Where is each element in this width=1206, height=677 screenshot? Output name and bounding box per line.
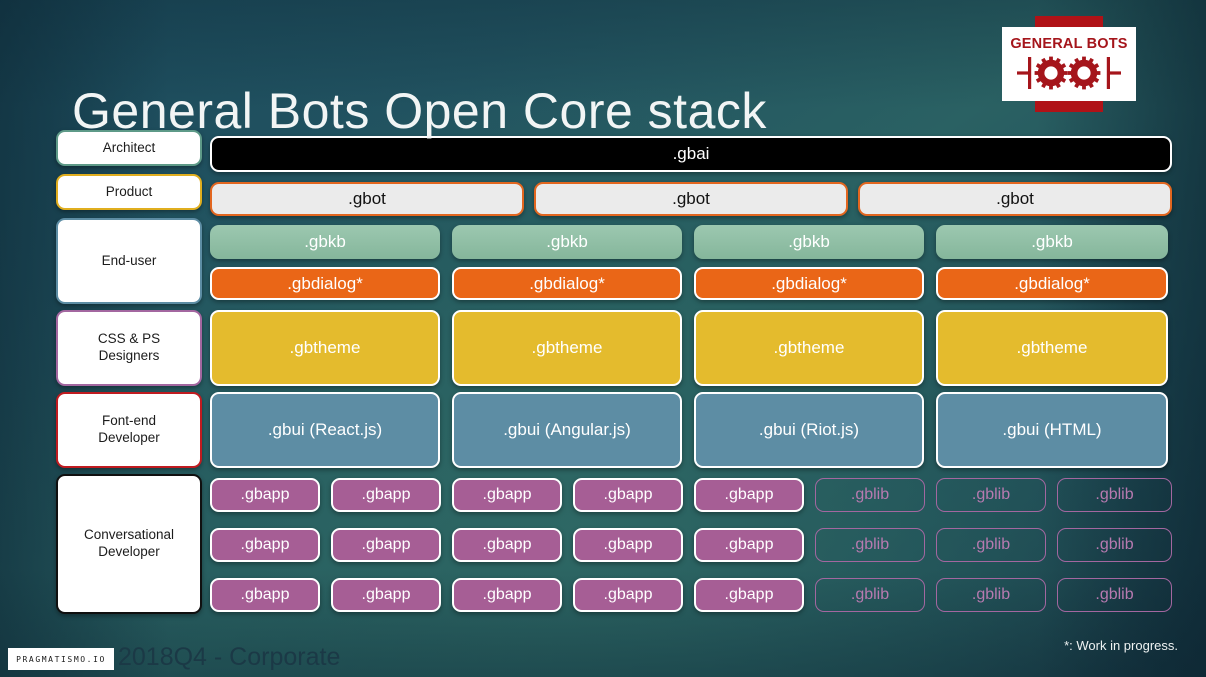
stack-cell-gblib[interactable]: .gblib — [815, 528, 925, 562]
stack-cell-gbot[interactable]: .gbot — [858, 182, 1172, 216]
stack-cell-gbai[interactable]: .gbai — [210, 136, 1172, 172]
stack-cell-gbapp[interactable]: .gbapp — [694, 528, 804, 562]
role-legend-column: ArchitectProductEnd-userCSS & PS Designe… — [56, 130, 202, 617]
stack-cell-gbdialog[interactable]: .gbdialog* — [936, 267, 1168, 300]
stack-cell-gbtheme[interactable]: .gbtheme — [936, 310, 1168, 386]
stack-cell-gbtheme[interactable]: .gbtheme — [210, 310, 440, 386]
page-title: General Bots Open Core stack — [72, 82, 767, 140]
stack-cell-gbdialog[interactable]: .gbdialog* — [452, 267, 682, 300]
stack-cell-gbapp[interactable]: .gbapp — [573, 478, 683, 512]
logo-wordmark: GENERAL BOTS — [1010, 37, 1127, 52]
role-label-product: Product — [56, 174, 202, 210]
stack-cell-gbui[interactable]: .gbui (HTML) — [936, 392, 1168, 468]
stack-cell-gbkb[interactable]: .gbkb — [452, 225, 682, 259]
layer-gbdialog: .gbdialog* .gbdialog* .gbdialog* .gbdialog* — [210, 267, 1172, 300]
stack-cell-gbapp[interactable]: .gbapp — [331, 528, 441, 562]
stack-layers: .gbai.gbot.gbot.gbot.gbkb.gbkb.gbkb.gbkb… — [210, 130, 1172, 617]
footnote-work-in-progress: *: Work in progress. — [1064, 638, 1178, 653]
role-label-end-user: End-user — [56, 218, 202, 304]
stack-cell-gblib[interactable]: .gblib — [936, 478, 1046, 512]
stack-cell-gbot[interactable]: .gbot — [534, 182, 848, 216]
logo-card: GENERAL BOTS — [1002, 27, 1136, 101]
stack-cell-gbapp[interactable]: .gbapp — [573, 528, 683, 562]
layer-gbtheme: .gbtheme.gbtheme.gbtheme.gbtheme — [210, 310, 1172, 386]
stack-cell-gblib[interactable]: .gblib — [815, 578, 925, 612]
layer-gbui: .gbui (React.js).gbui (Angular.js).gbui … — [210, 392, 1172, 468]
stack-cell-gbui[interactable]: .gbui (Angular.js) — [452, 392, 682, 468]
layer-gbai: .gbai — [210, 136, 1172, 172]
layer-gbot: .gbot .gbot .gbot — [210, 182, 1172, 216]
stack-cell-gblib[interactable]: .gblib — [936, 528, 1046, 562]
layer-gbkb: .gbkb .gbkb .gbkb .gbkb — [210, 225, 1172, 259]
stack-cell-gbapp[interactable]: .gbapp — [210, 528, 320, 562]
stack-cell-gbkb[interactable]: .gbkb — [210, 225, 440, 259]
layer-gbapp-row-2: .gbapp .gbapp .gbapp .gbapp .gbapp .gblib .gbl… — [210, 528, 1172, 562]
layer-gbapp-row-3: .gbapp .gbapp .gbapp .gbapp .gbapp .gblib .gbl… — [210, 578, 1172, 612]
role-label-conversational-developer: Conversational Developer — [56, 474, 202, 614]
stack-cell-gbui[interactable]: .gbui (Riot.js) — [694, 392, 924, 468]
role-label-font-end-developer: Font-end Developer — [56, 392, 202, 468]
footer-subtitle: 2018Q4 - Corporate — [118, 643, 340, 672]
stack-cell-gbdialog[interactable]: .gbdialog* — [694, 267, 924, 300]
role-label-css-ps-designers: CSS & PS Designers — [56, 310, 202, 386]
stack-diagram: ArchitectProductEnd-userCSS & PS Designe… — [0, 130, 1206, 620]
stack-cell-gblib[interactable]: .gblib — [1057, 578, 1172, 612]
stack-cell-gbdialog[interactable]: .gbdialog* — [210, 267, 440, 300]
pragmatismo-logo: PRAGMATISMO.IO — [8, 648, 114, 670]
pragmatismo-wordmark: PRAGMATISMO.IO — [16, 655, 106, 664]
stack-cell-gbapp[interactable]: .gbapp — [331, 578, 441, 612]
general-bots-logo: GENERAL BOTS — [1002, 16, 1136, 112]
stack-cell-gbapp[interactable]: .gbapp — [210, 478, 320, 512]
stack-cell-gbapp[interactable]: .gbapp — [452, 478, 562, 512]
stack-cell-gbtheme[interactable]: .gbtheme — [452, 310, 682, 386]
two-gears-between-bars-icon — [1014, 55, 1124, 91]
stack-cell-gbapp[interactable]: .gbapp — [694, 478, 804, 512]
stack-cell-gbtheme[interactable]: .gbtheme — [694, 310, 924, 386]
stack-cell-gbapp[interactable]: .gbapp — [210, 578, 320, 612]
stack-cell-gbapp[interactable]: .gbapp — [573, 578, 683, 612]
stack-cell-gbapp[interactable]: .gbapp — [694, 578, 804, 612]
stack-cell-gblib[interactable]: .gblib — [815, 478, 925, 512]
stack-cell-gbkb[interactable]: .gbkb — [694, 225, 924, 259]
stack-cell-gbapp[interactable]: .gbapp — [452, 528, 562, 562]
stack-cell-gblib[interactable]: .gblib — [936, 578, 1046, 612]
stack-cell-gbot[interactable]: .gbot — [210, 182, 524, 216]
stack-cell-gbkb[interactable]: .gbkb — [936, 225, 1168, 259]
stack-cell-gbui[interactable]: .gbui (React.js) — [210, 392, 440, 468]
stack-cell-gblib[interactable]: .gblib — [1057, 478, 1172, 512]
stack-cell-gbapp[interactable]: .gbapp — [331, 478, 441, 512]
layer-gbapp-row-1: .gbapp .gbapp .gbapp .gbapp .gbapp .gblib .gbl… — [210, 478, 1172, 512]
stack-cell-gbapp[interactable]: .gbapp — [452, 578, 562, 612]
stack-cell-gblib[interactable]: .gblib — [1057, 528, 1172, 562]
